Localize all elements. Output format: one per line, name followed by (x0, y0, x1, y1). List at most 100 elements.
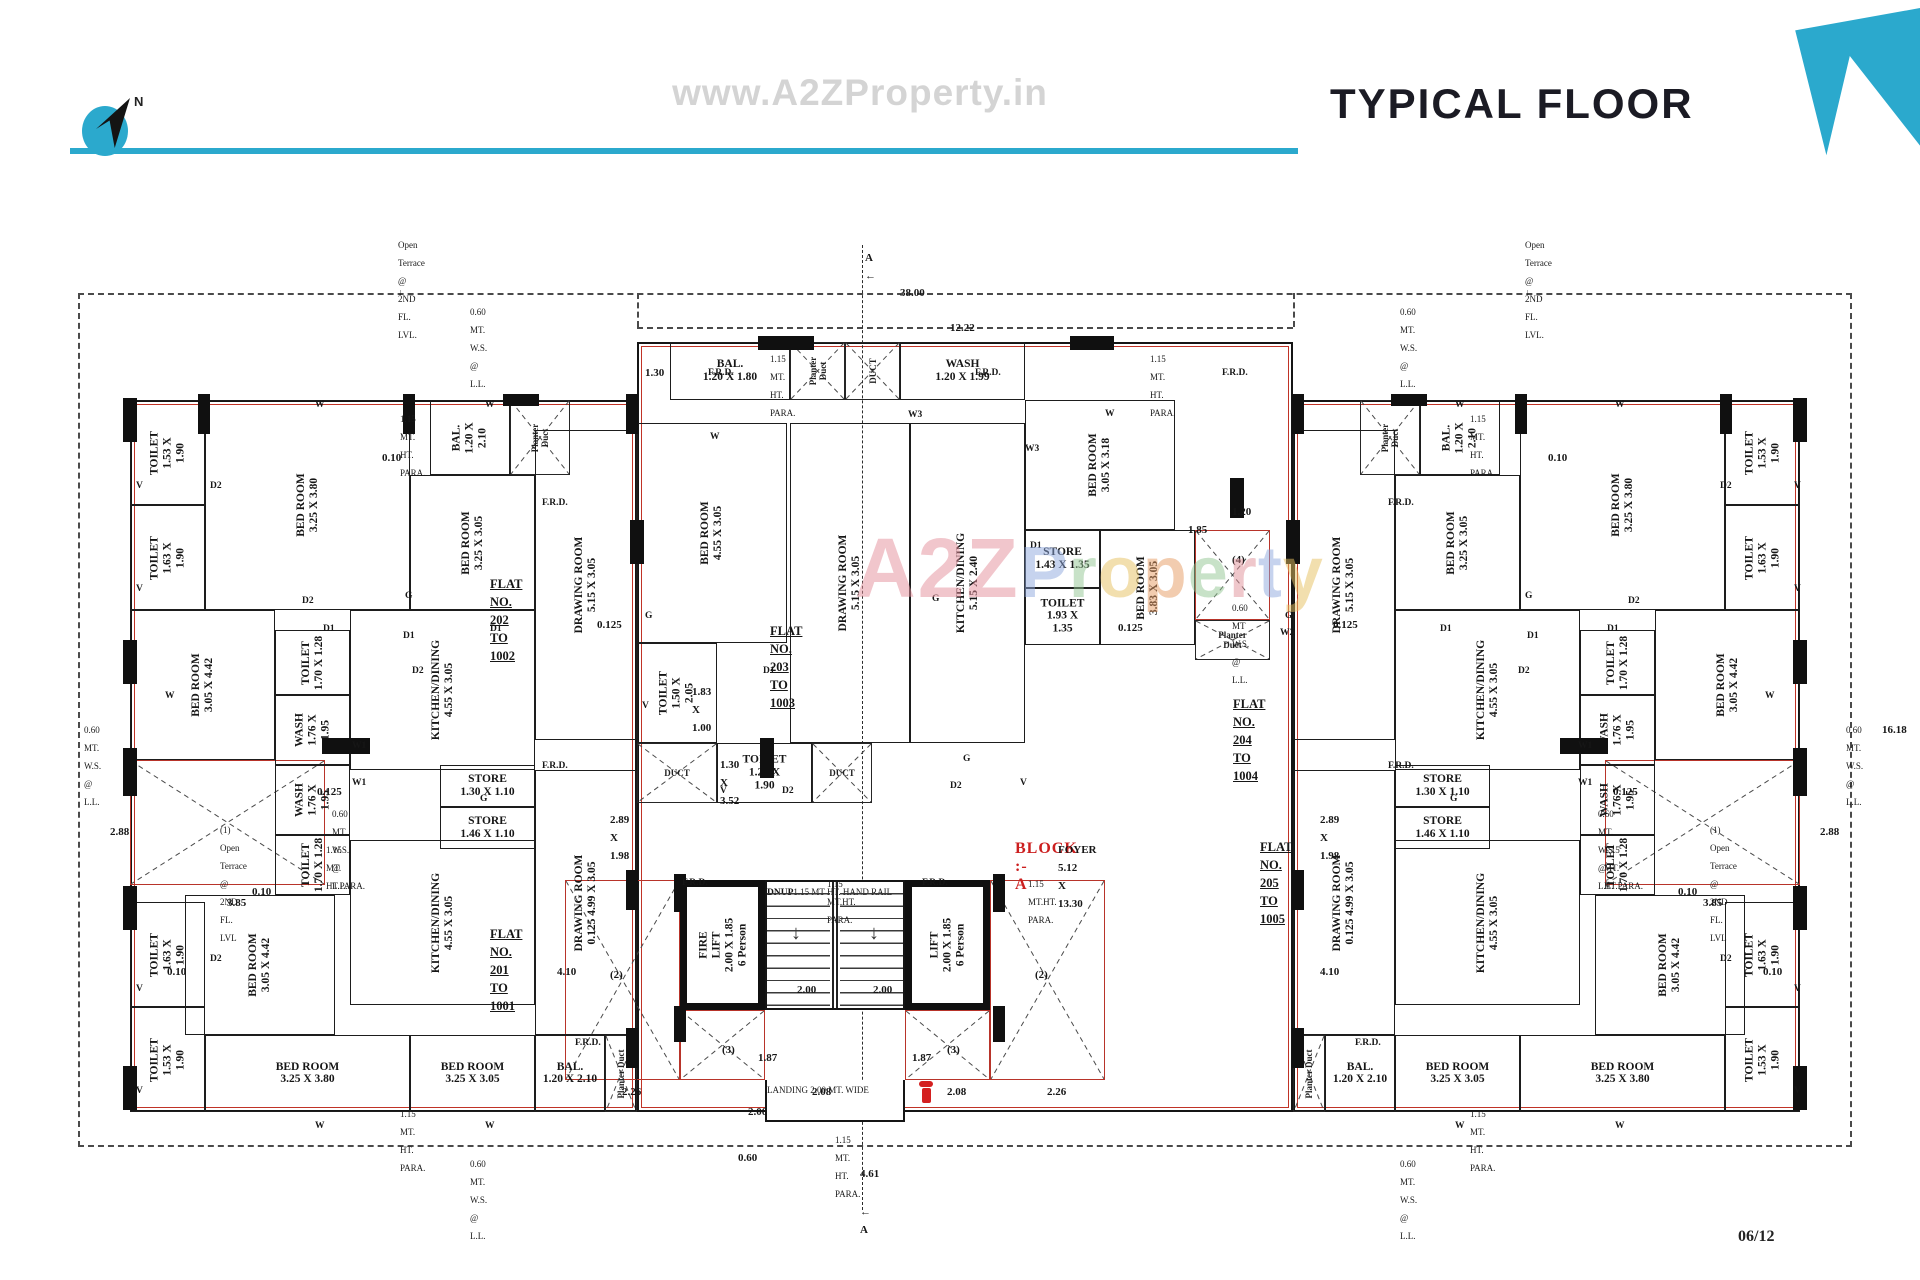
fire-lift: FIRE LIFT 2.00 X 1.85 6 Person (680, 880, 765, 1010)
room-label-bed-room: BED ROOM 3.25 X 3.80 (1590, 1060, 1655, 1086)
dim-text-38: 0.10 (1678, 886, 1698, 898)
note-text-53: ↓ (398, 287, 403, 297)
planter-duct-label: Planter Duct (1218, 629, 1247, 650)
tag-text-144: F.R.D. (1355, 1038, 1381, 1048)
tag-text-126: G (405, 591, 413, 601)
terrace-x-area-3 (990, 880, 1105, 1080)
room-bed-room: BED ROOM 3.05 X 4.42 (1655, 610, 1800, 760)
room-toilet: TOILET 1.63 X 1.90 (1725, 902, 1800, 1007)
wall-dash-0 (78, 293, 1852, 1147)
tag-text-95: W3 (908, 410, 923, 420)
tag-text-102: V (1794, 584, 1801, 594)
room-toilet: TOILET 1.70 X 1.28 (275, 835, 350, 895)
tag-text-84: W (710, 432, 720, 442)
tag-text-79: W (485, 400, 495, 410)
room-label-bed-room: BED ROOM 3.25 X 3.05 (1425, 1060, 1490, 1086)
duct-area: DUCT (637, 743, 717, 803)
stair-direction-arrow: ↓ (791, 922, 801, 944)
room-label-bed-room: BED ROOM 3.05 X 4.42 (189, 653, 215, 717)
dim-text-23: 1.87 (758, 1052, 778, 1064)
tag-text-139: F.R.D. (922, 878, 948, 888)
room-toilet: TOILET 1.53 X 1.90 (130, 400, 205, 505)
room-bed-room: BED ROOM 3.05 X 4.42 (185, 895, 335, 1035)
tag-text-138: F.R.D. (682, 878, 708, 888)
dim-text-43: 0.125 (1333, 619, 1358, 631)
room-label-bed-room: BED ROOM 3.25 X 3.80 (294, 473, 320, 537)
tag-text-111: D1 (1030, 541, 1042, 551)
dim-text-29: 0.60 (738, 1152, 758, 1164)
wall-pier-28 (1292, 394, 1304, 434)
dim-text-50: A ← (865, 252, 876, 282)
tag-text-80: W (1455, 400, 1465, 410)
dim-text-13: 16.18 (1882, 724, 1907, 736)
wall-pier-25 (1720, 394, 1732, 434)
brand-corner-triangle-icon (1795, 8, 1920, 156)
room-drawing-room: DRAWING ROOM 5.15 X 3.05 (790, 423, 910, 743)
tag-text-132: G (1450, 794, 1458, 804)
wall-pier-19 (993, 1006, 1005, 1042)
dim-text-27: 2.00 (748, 1106, 768, 1118)
room-toilet: TOILET 1.70 X 1.28 (1580, 630, 1655, 695)
room-bed-room: BED ROOM 3.25 X 3.05 (1395, 475, 1520, 610)
dim-text-10: 2.88 (110, 826, 130, 838)
tag-text-83: W (1765, 691, 1775, 701)
tag-text-122: D2 (1720, 481, 1732, 491)
dim-text-48: (3) (947, 1044, 960, 1056)
tag-text-129: G (932, 594, 940, 604)
tag-text-124: D2 (1518, 666, 1530, 676)
room-label-toilet: TOILET 1.53 X 1.90 (1743, 430, 1781, 475)
wall-pier-27 (1391, 394, 1427, 406)
tag-text-88: W (1455, 1121, 1465, 1131)
room-label-toilet: TOILET 1.70 X 1.28 (299, 837, 325, 893)
dim-text-12: 0.125 (317, 786, 342, 798)
room-store: STORE 1.43 X 1.35 (1025, 530, 1100, 588)
wall-pier-11 (626, 870, 638, 910)
tag-text-107: V (1020, 778, 1027, 788)
landing-label: LANDING 2.00 MT. WIDE (767, 1085, 869, 1095)
wall-pier-3 (123, 886, 137, 930)
wall-pier-32 (1292, 1028, 1304, 1068)
room-bed-room: BED ROOM 3.25 X 3.05 (410, 475, 535, 610)
room-wash: WASH 1.20 X 1.99 (900, 342, 1025, 400)
wall-pier-13 (758, 336, 814, 350)
stair-handrail (832, 882, 838, 1008)
tag-text-123: D2 (1628, 596, 1640, 606)
tag-text-109: D1 (490, 624, 502, 634)
room-label-bed-room: BED ROOM 3.05 X 4.42 (1657, 933, 1682, 997)
room-label-bed-room: BED ROOM 3.83 X 3.05 (1134, 555, 1160, 620)
room-bal: BAL. 1.20 X 2.10 (535, 1035, 605, 1112)
terrace-x-area-2 (565, 880, 680, 1080)
room-bed-room: BED ROOM 3.05 X 4.42 (1595, 895, 1745, 1035)
wall-pier-15 (760, 738, 774, 778)
planter-duct-area: Planter Duct (605, 1035, 637, 1112)
tag-text-89: W (1615, 1121, 1625, 1131)
room-bal: BAL. 1.20 X 1.80 (670, 342, 790, 400)
fire-hydrant-icon (919, 1081, 933, 1103)
tag-text-118: D2 (412, 666, 424, 676)
room-label-bed-room: BED ROOM 3.25 X 3.80 (1609, 473, 1635, 537)
tag-text-103: V (1794, 984, 1801, 994)
room-label-bed-room: BED ROOM 3.25 X 3.05 (1444, 510, 1470, 575)
room-bed-room: BED ROOM 3.25 X 3.05 (1395, 1035, 1520, 1112)
room-toilet: TOILET 1.63 X 1.90 (130, 902, 205, 1007)
note-text-71: 1.15 MT.HT. PARA. (827, 879, 856, 925)
dim-text-34: 1.85 (1188, 524, 1208, 536)
room-toilet: TOILET 1.50 X 2.05 (637, 643, 717, 743)
stair-flight (767, 882, 830, 1008)
note-text-57: 0.60 MT. W.S. @ L.L. (1400, 307, 1418, 389)
tag-text-119: D2 (210, 954, 222, 964)
room-toilet: TOILET 1.53 X 1.90 (1725, 400, 1800, 505)
dim-text-11: 3.85 (227, 897, 247, 909)
dim-text-19: 2.26 (622, 1086, 642, 1098)
wall-pier-30 (1560, 738, 1608, 754)
tag-text-114: D1 (1440, 624, 1452, 634)
fire-lift-label: FIRE LIFT 2.00 X 1.85 6 Person (696, 917, 748, 973)
room-label-toilet: TOILET 1.50 X 2.05 (657, 671, 696, 715)
tag-text-110: D1 (403, 631, 415, 641)
lift: LIFT 2.00 X 1.85 6 Person (905, 880, 990, 1010)
tag-text-82: W (165, 691, 175, 701)
room-label-wash: WASH 1.20 X 1.99 (935, 358, 990, 383)
wall-red-9 (641, 346, 1289, 1108)
room-label-drawing-room: DRAWING ROOM 0.125 4.99 X 3.05 (573, 854, 598, 951)
note-text-67: 1.15 MT. HT. PARA. (770, 354, 796, 418)
